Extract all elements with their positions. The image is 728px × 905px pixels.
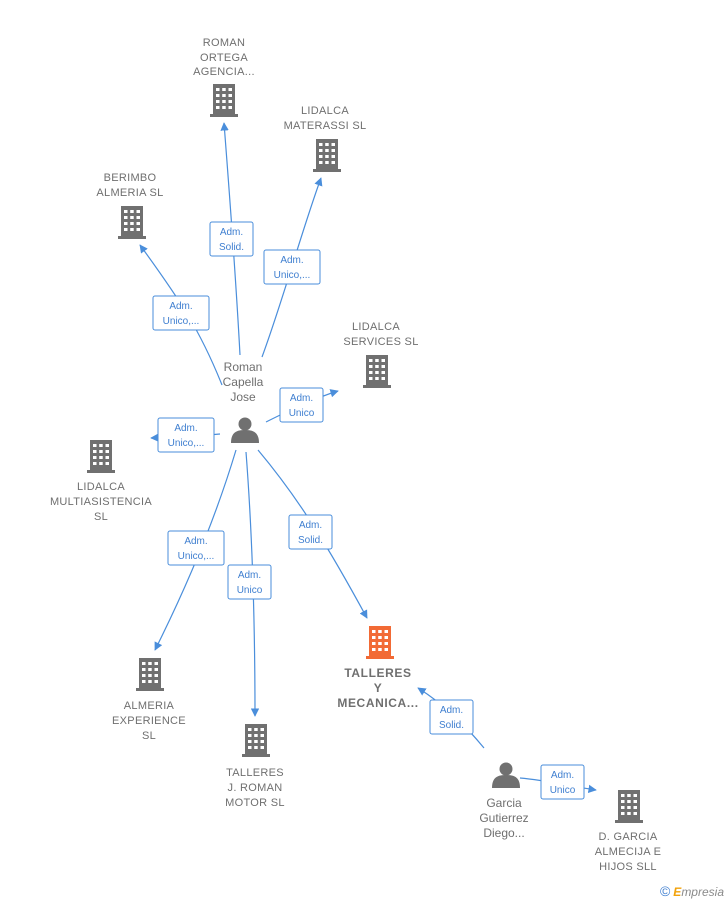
node-label-line: LIDALCA: [301, 105, 349, 117]
node-d-garcia[interactable]: D. GARCIA ALMECIJA E HIJOS SLL: [595, 790, 662, 873]
building-icon: [363, 355, 391, 388]
node-talleres-mecanica[interactable]: TALLERES Y MECANICA...: [337, 626, 418, 710]
node-almeria-experience[interactable]: ALMERIA EXPERIENCE SL: [112, 658, 186, 742]
role-line-2: Unico,...: [178, 551, 215, 562]
role-line-1: Adm.: [551, 770, 574, 781]
node-label-line: BERIMBO: [104, 172, 157, 184]
node-label-line: ROMAN: [203, 37, 245, 49]
node-label-line: MATERASSI SL: [284, 120, 367, 132]
node-lidalca-multiasistencia[interactable]: LIDALCA MULTIASISTENCIA SL: [50, 440, 152, 523]
role-label[interactable]: Adm. Unico,...: [157, 417, 215, 453]
building-icon: [210, 84, 238, 117]
node-label-line: TALLERES: [344, 666, 411, 680]
role-line-2: Solid.: [439, 720, 464, 731]
node-lidalca-services[interactable]: LIDALCA SERVICES SL: [343, 321, 418, 388]
role-label[interactable]: Adm. Unico,...: [263, 249, 321, 285]
node-label-line: SL: [94, 511, 108, 523]
node-label-line: Gutierrez: [479, 811, 528, 825]
role-label[interactable]: Adm. Unico: [227, 564, 272, 600]
node-label-line: EXPERIENCE: [112, 715, 186, 727]
node-label-line: MULTIASISTENCIA: [50, 496, 152, 508]
node-talleres-roman[interactable]: TALLERES J. ROMAN MOTOR SL: [225, 724, 285, 809]
role-line-1: Adm.: [290, 393, 313, 404]
role-line-1: Adm.: [184, 536, 207, 547]
copyright-icon: ©: [659, 883, 671, 899]
node-label-line: Capella: [223, 375, 264, 389]
role-label[interactable]: Adm. Unico: [540, 764, 585, 800]
node-label-line: ALMERIA: [124, 700, 175, 712]
node-label-line: J. ROMAN: [228, 782, 283, 794]
node-roman-ortega[interactable]: ROMAN ORTEGA AGENCIA...: [193, 37, 255, 117]
role-line-1: Adm.: [299, 520, 322, 531]
role-label[interactable]: Adm. Solid.: [429, 699, 474, 735]
role-line-2: Unico,...: [274, 270, 311, 281]
role-line-1: Adm.: [169, 301, 192, 312]
brand-name: mpresia: [681, 885, 724, 899]
brand-initial: E: [673, 885, 682, 899]
role-label[interactable]: Adm. Solid.: [288, 514, 333, 550]
node-berimbo[interactable]: BERIMBO ALMERIA SL: [96, 172, 163, 239]
node-lidalca-materassi[interactable]: LIDALCA MATERASSI SL: [284, 105, 367, 172]
role-line-1: Adm.: [440, 705, 463, 716]
role-line-2: Unico: [237, 585, 263, 596]
node-garcia[interactable]: Garcia Gutierrez Diego...: [479, 762, 529, 841]
node-label-line: HIJOS SLL: [599, 861, 657, 873]
person-icon: [231, 417, 259, 443]
role-line-1: Adm.: [220, 227, 243, 238]
node-label-line: ALMECIJA E: [595, 846, 662, 858]
node-label-line: MOTOR SL: [225, 797, 285, 809]
role-line-2: Solid.: [298, 535, 323, 546]
role-label[interactable]: Adm. Unico,...: [152, 295, 210, 331]
node-label-line: AGENCIA...: [193, 66, 255, 78]
node-label-line: SL: [142, 730, 156, 742]
building-icon: [87, 440, 115, 473]
brand-watermark[interactable]: ©Empresia: [660, 883, 724, 899]
node-label-line: Y: [374, 681, 383, 695]
node-label-line: LIDALCA: [77, 481, 125, 493]
role-line-2: Unico,...: [168, 438, 205, 449]
role-line-2: Unico: [289, 408, 315, 419]
role-line-2: Unico: [550, 785, 576, 796]
role-line-2: Unico,...: [163, 316, 200, 327]
node-label-line: TALLERES: [226, 767, 284, 779]
node-label-line: Roman: [224, 360, 263, 374]
role-label[interactable]: Adm. Solid.: [209, 221, 254, 257]
node-label-line: Garcia: [486, 796, 522, 810]
building-icon: [313, 139, 341, 172]
node-label-line: SERVICES SL: [343, 336, 418, 348]
role-line-1: Adm.: [238, 570, 261, 581]
person-icon: [492, 762, 520, 788]
node-label-line: D. GARCIA: [599, 831, 658, 843]
building-icon: [242, 724, 270, 757]
building-icon: [366, 626, 394, 659]
node-label-line: LIDALCA: [352, 321, 400, 333]
building-icon: [118, 206, 146, 239]
building-icon: [615, 790, 643, 823]
node-label-line: ORTEGA: [200, 52, 248, 64]
node-label-line: Diego...: [483, 826, 524, 840]
role-label[interactable]: Adm. Unico: [279, 387, 324, 423]
building-icon: [136, 658, 164, 691]
node-label-line: MECANICA...: [337, 696, 418, 710]
role-line-1: Adm.: [174, 423, 197, 434]
node-roman-capella[interactable]: Roman Capella Jose: [223, 360, 264, 443]
role-line-1: Adm.: [280, 255, 303, 266]
role-label[interactable]: Adm. Unico,...: [167, 530, 225, 566]
node-label-line: ALMERIA SL: [96, 187, 163, 199]
node-label-line: Jose: [230, 390, 256, 404]
role-line-2: Solid.: [219, 242, 244, 253]
